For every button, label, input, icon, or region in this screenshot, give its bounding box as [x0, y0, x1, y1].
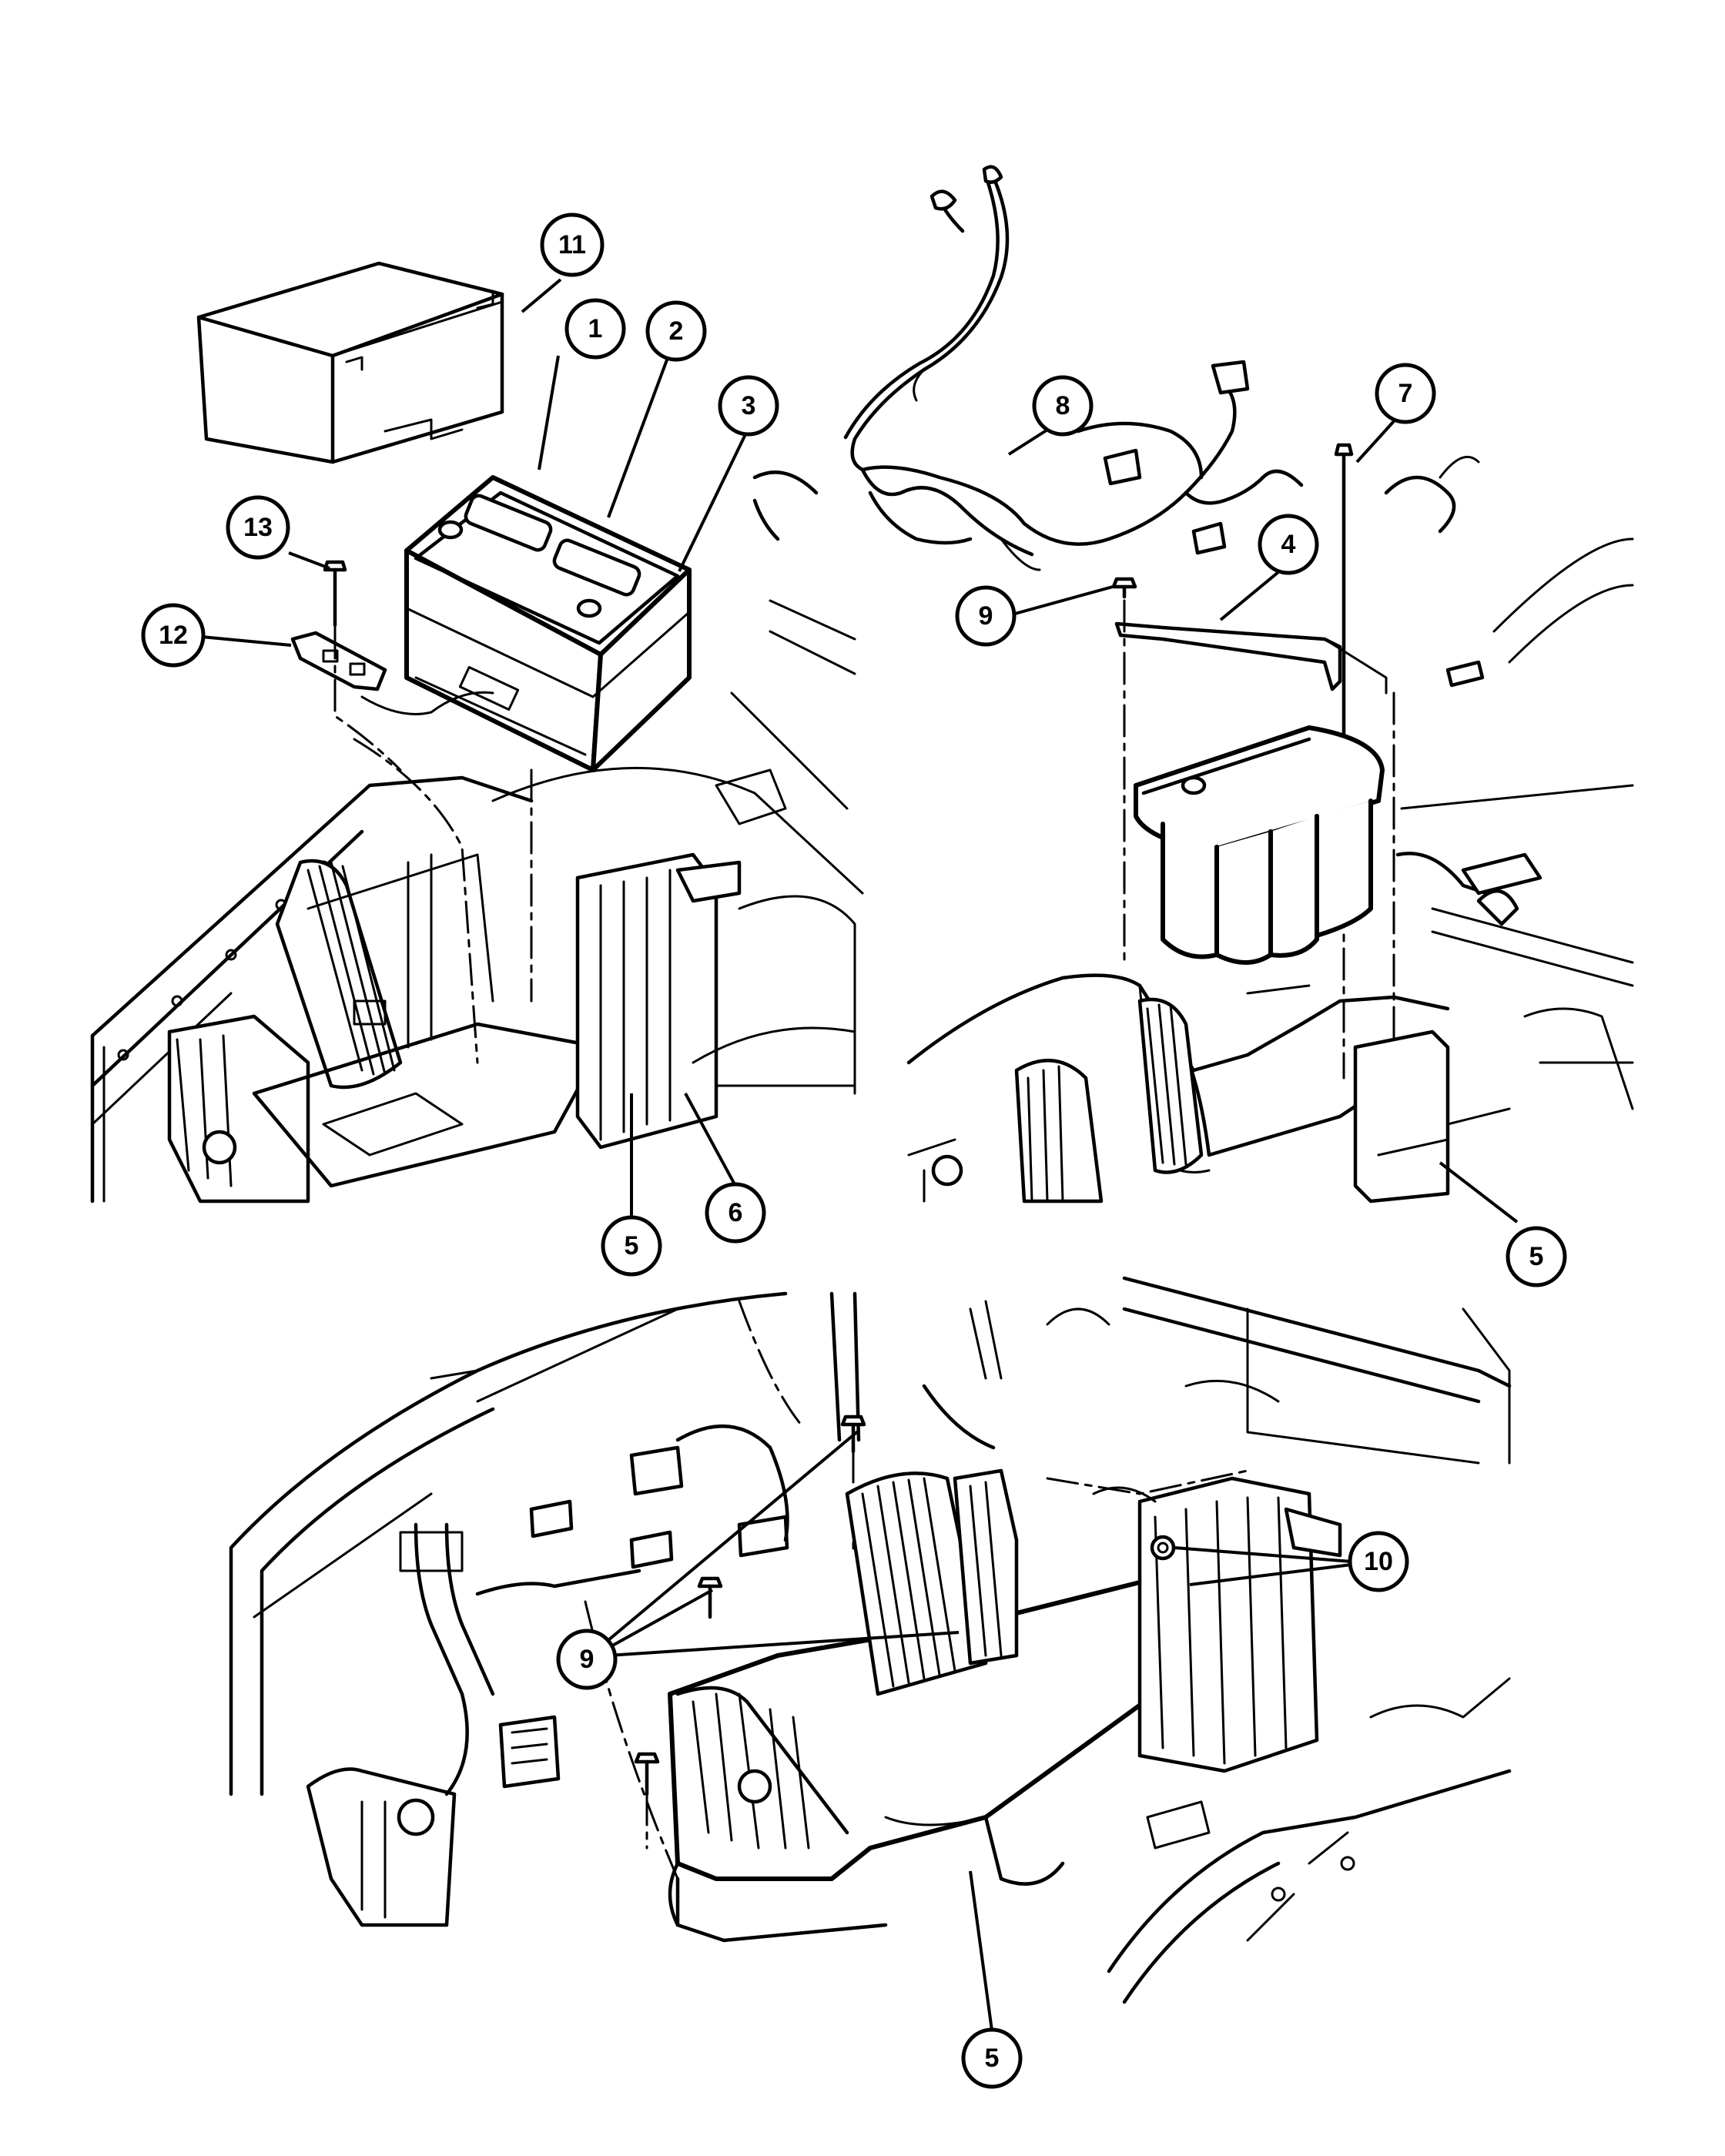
- callout-3: 3: [718, 375, 779, 437]
- leader-lines: [201, 278, 1519, 2031]
- callout-5-top-right-label: 5: [1529, 1242, 1544, 1271]
- top-right-view: [843, 165, 1634, 1204]
- callout-6-label: 6: [729, 1198, 743, 1227]
- callout-7-label: 7: [1398, 379, 1413, 408]
- callout-1: 1: [564, 298, 626, 360]
- callout-4: 4: [1258, 514, 1319, 575]
- engine-bay-bottom-right: [1046, 1276, 1512, 2004]
- callout-5-top-left: 5: [601, 1215, 662, 1277]
- callout-9-top-label: 9: [979, 601, 993, 631]
- callout-9-bottom: 9: [556, 1629, 618, 1690]
- callout-11: 11: [540, 213, 605, 277]
- callout-8-label: 8: [1056, 391, 1070, 420]
- callout-1-label: 1: [588, 314, 603, 343]
- bolt-bottom-b: [697, 1576, 723, 1619]
- callout-3-label: 3: [742, 391, 756, 420]
- callout-6: 6: [705, 1182, 766, 1244]
- bolt-bottom-d: [634, 1752, 660, 1796]
- callout-11-label: 11: [558, 230, 586, 259]
- battery-insulator-box: [196, 261, 504, 464]
- callout-2: 2: [645, 300, 707, 362]
- nut: [1111, 577, 1137, 599]
- bottom-view: [229, 1276, 1512, 2004]
- hold-down-bracket: [1114, 621, 1388, 695]
- callout-7: 7: [1375, 363, 1436, 424]
- callout-5-bottom: 5: [961, 2027, 1023, 2089]
- battery-harness: [843, 165, 1304, 571]
- callout-4-label: 4: [1281, 530, 1296, 559]
- callout-12-label: 12: [159, 621, 188, 650]
- hold-down-clamp: [290, 631, 387, 691]
- battery-spiral-cell: [1134, 725, 1385, 995]
- callout-5-bottom-label: 5: [985, 2044, 1000, 2073]
- engine-bay-left: [90, 470, 864, 1204]
- hold-down-bolt: [323, 560, 347, 628]
- callout-2-label: 2: [669, 316, 684, 346]
- callout-10: 10: [1348, 1531, 1409, 1592]
- battery-box-ribbed: [845, 1468, 1019, 1696]
- callout-13-label: 13: [243, 513, 273, 542]
- j-bolt: [1334, 443, 1354, 742]
- engine-bay-right: [906, 455, 1634, 1204]
- battery: [404, 475, 692, 772]
- callout-5-top-left-label: 5: [625, 1231, 639, 1260]
- top-left-view: [90, 261, 864, 1204]
- callout-9-bottom-label: 9: [580, 1645, 595, 1674]
- callout-8: 8: [1032, 375, 1094, 437]
- callout-13: 13: [226, 495, 290, 560]
- callout-12: 12: [141, 603, 206, 668]
- callout-9-top: 9: [955, 585, 1017, 647]
- right-box-bracket: [1092, 1476, 1342, 1773]
- callout-5-top-right: 5: [1506, 1226, 1567, 1287]
- callout-10-label: 10: [1364, 1547, 1393, 1576]
- bolt-bottom-a: [840, 1414, 866, 1454]
